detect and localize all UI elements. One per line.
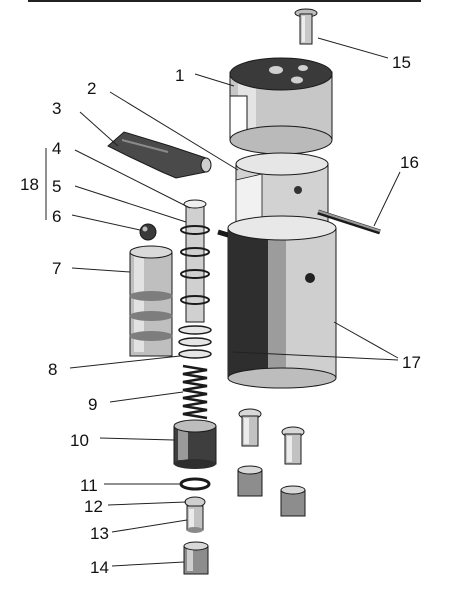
label-2: 2	[87, 79, 96, 98]
part-17-housing	[227, 215, 337, 389]
leader-lines	[45, 37, 401, 567]
loose-bushing-a	[237, 465, 263, 497]
label-10: 10	[70, 431, 89, 450]
label-12: 12	[84, 497, 103, 516]
label-17: 17	[402, 353, 421, 372]
label-18: 18	[20, 175, 39, 194]
part-5-stem	[180, 199, 210, 323]
label-6: 6	[52, 207, 61, 226]
loose-bushing-b	[280, 485, 306, 517]
label-16: 16	[400, 153, 419, 172]
label-14: 14	[90, 558, 109, 577]
label-11: 11	[80, 476, 98, 495]
label-8: 8	[48, 360, 57, 379]
part-3-lever	[107, 131, 212, 179]
label-5: 5	[52, 177, 61, 196]
part-13-valve	[186, 505, 204, 533]
label-9: 9	[88, 395, 97, 414]
part-15-screw	[294, 8, 318, 45]
label-7: 7	[52, 259, 61, 278]
label-4: 4	[52, 139, 61, 158]
part-14-bushing	[183, 541, 209, 575]
loose-valve-b	[281, 426, 305, 465]
part-10-nut	[173, 419, 217, 469]
label-13: 13	[90, 524, 109, 543]
label-1: 1	[175, 66, 184, 85]
part-7-bellows	[129, 245, 173, 357]
loose-valve-a	[238, 408, 262, 447]
part-1-cap-cylinder	[229, 57, 333, 155]
part-8-washers	[178, 325, 212, 359]
label-3: 3	[52, 99, 61, 118]
part-9-spring	[182, 364, 208, 420]
part-11-ring	[179, 477, 211, 491]
label-15: 15	[392, 53, 411, 72]
part-6-ball	[139, 223, 157, 241]
